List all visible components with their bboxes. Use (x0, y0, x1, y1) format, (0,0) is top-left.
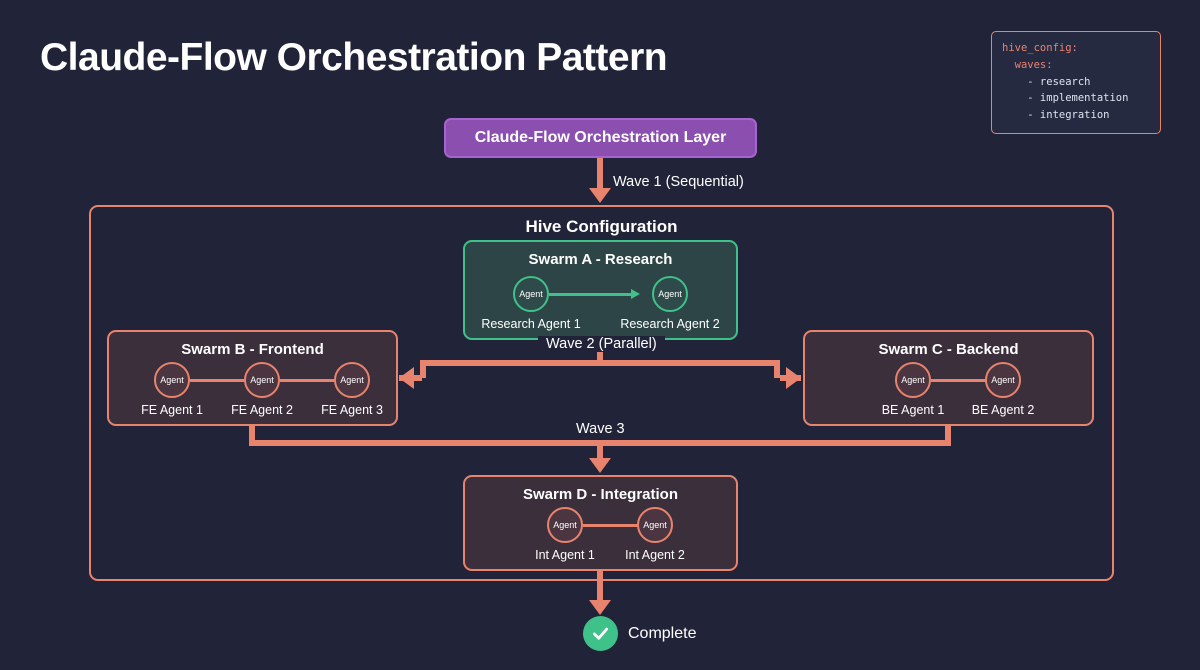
code-line-5: - integration (1002, 109, 1110, 122)
hive-config-code-panel: hive_config: waves: - research - impleme… (991, 31, 1161, 134)
swarm-a-agent-1-label: Research Agent 1 (481, 317, 581, 331)
wave3-center-drop (597, 440, 603, 460)
wave2-right-drop (774, 360, 780, 378)
swarm-d-agent-1-label: Int Agent 1 (535, 548, 595, 562)
wave1-connector-line (597, 158, 603, 190)
wave2-left-arrowhead (399, 367, 414, 389)
swarm-c-title: Swarm C - Backend (878, 341, 1019, 358)
page-title: Claude-Flow Orchestration Pattern (40, 36, 668, 79)
swarm-a-title: Swarm A - Research (528, 251, 673, 268)
code-line-1: hive_config: (1002, 42, 1078, 54)
code-line-4: - implementation (1002, 92, 1129, 105)
swarm-b-agent-3[interactable]: Agent (334, 362, 370, 398)
wave1-arrowhead (589, 188, 611, 203)
complete-label: Complete (628, 624, 697, 642)
swarm-c-agent-2-label: BE Agent 2 (971, 403, 1035, 417)
wave3-b-drop (249, 426, 255, 446)
wave2-left-drop (420, 360, 426, 378)
swarm-d-agent-1[interactable]: Agent (547, 507, 583, 543)
swarm-a-research-box[interactable]: Swarm A - Research Agent Agent Research … (463, 240, 738, 340)
swarm-b-connector-2 (280, 379, 342, 382)
swarm-d-agent-2[interactable]: Agent (637, 507, 673, 543)
swarm-b-connector-1 (190, 379, 252, 382)
swarm-a-agent-2-label: Research Agent 2 (620, 317, 720, 331)
swarm-d-agent-2-label: Int Agent 2 (625, 548, 685, 562)
code-line-3: - research (1002, 75, 1091, 88)
swarm-b-frontend-box[interactable]: Swarm B - Frontend Agent Agent Agent FE … (107, 330, 398, 426)
wave2-label: Wave 2 (Parallel) (538, 336, 665, 352)
check-icon (583, 616, 618, 651)
swarm-a-connector (549, 293, 635, 296)
complete-connector-line (597, 571, 603, 603)
swarm-b-title: Swarm B - Frontend (181, 341, 324, 358)
swarm-a-agent-2[interactable]: Agent (652, 276, 688, 312)
swarm-c-agent-1[interactable]: Agent (895, 362, 931, 398)
wave2-right-arrowhead (786, 367, 801, 389)
swarm-d-connector (583, 524, 645, 527)
swarm-a-arrowhead (631, 288, 640, 299)
wave1-label: Wave 1 (Sequential) (613, 174, 744, 190)
swarm-b-agent-2-label: FE Agent 2 (231, 403, 293, 417)
complete-arrowhead (589, 600, 611, 615)
swarm-c-connector (931, 379, 993, 382)
swarm-a-agent-1[interactable]: Agent (513, 276, 549, 312)
swarm-c-backend-box[interactable]: Swarm C - Backend Agent Agent BE Agent 1… (803, 330, 1094, 426)
swarm-b-agent-3-label: FE Agent 3 (321, 403, 383, 417)
wave2-bus-top (420, 360, 780, 366)
orchestration-layer-node[interactable]: Claude-Flow Orchestration Layer (444, 118, 757, 158)
code-line-2: waves: (1002, 58, 1053, 71)
swarm-b-agent-2[interactable]: Agent (244, 362, 280, 398)
swarm-b-agent-1[interactable]: Agent (154, 362, 190, 398)
swarm-d-title: Swarm D - Integration (522, 486, 679, 503)
swarm-c-agent-2[interactable]: Agent (985, 362, 1021, 398)
wave3-label: Wave 3 (568, 421, 633, 437)
swarm-b-agent-1-label: FE Agent 1 (141, 403, 203, 417)
wave3-c-drop (945, 426, 951, 446)
hive-configuration-title: Hive Configuration (525, 217, 678, 236)
wave3-arrowhead (589, 458, 611, 473)
wave2-stem (597, 340, 603, 366)
swarm-c-agent-1-label: BE Agent 1 (881, 403, 945, 417)
swarm-d-integration-box[interactable]: Swarm D - Integration Agent Agent Int Ag… (463, 475, 738, 571)
complete-node[interactable]: Complete (583, 616, 696, 651)
